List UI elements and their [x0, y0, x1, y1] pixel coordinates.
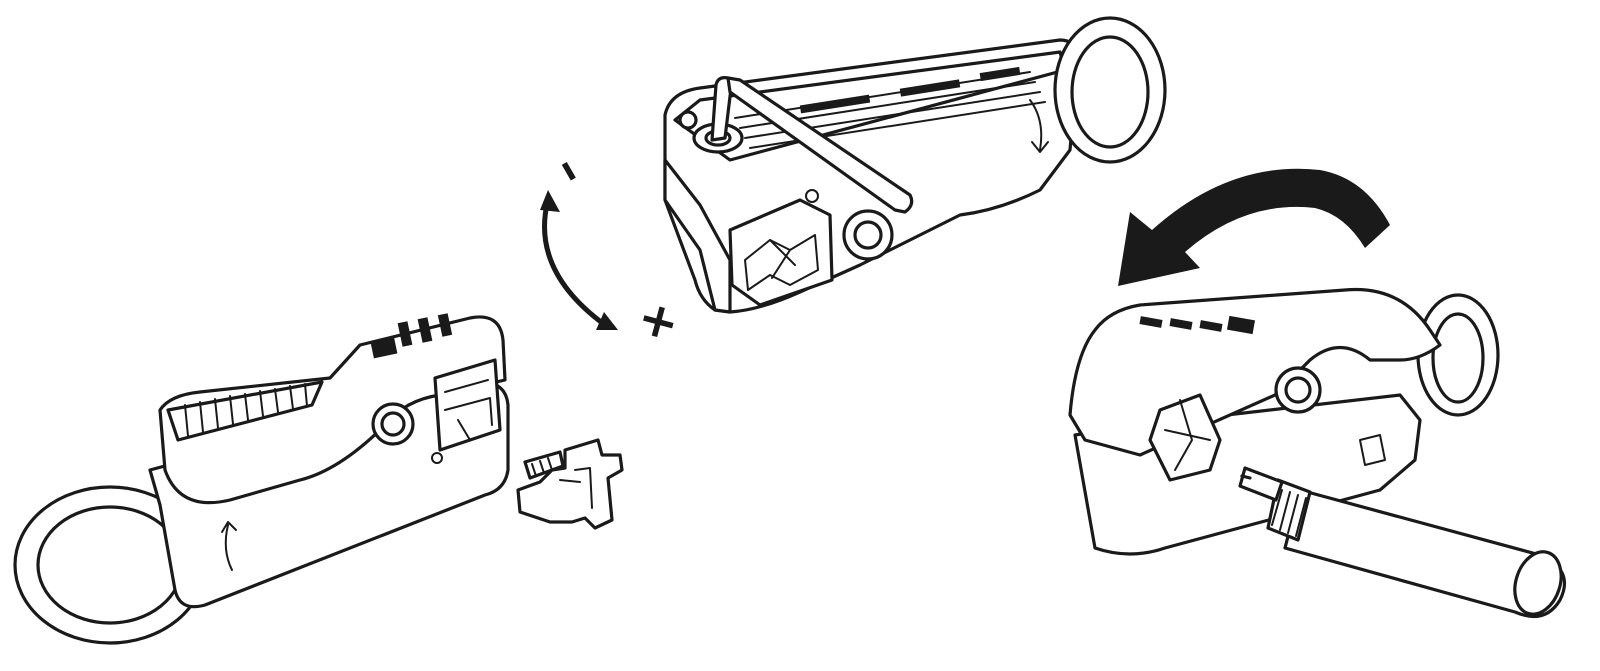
left-pivot-screw [371, 402, 415, 446]
left-rotation-arrow-icon [221, 521, 237, 571]
left-top-slots [370, 313, 453, 359]
adjust-minus-sign: – [543, 146, 601, 193]
left-small-hole [431, 452, 443, 464]
coax-cable [1238, 466, 1567, 619]
left-ridged-grip [166, 380, 324, 442]
adjust-direction-arrow [540, 190, 618, 330]
right-notch [1359, 434, 1386, 466]
center-stripper-tool [663, 16, 1167, 314]
center-rotation-arrow-icon [1029, 99, 1049, 153]
right-blade-window [1148, 393, 1222, 482]
hex-key-icon [710, 76, 914, 214]
center-finger-ring [1053, 16, 1167, 164]
center-grooves [734, 66, 1046, 149]
center-small-hole [805, 189, 819, 203]
center-front-face [663, 158, 732, 314]
left-stripper-tool [13, 313, 510, 645]
right-finger-ring [1416, 293, 1500, 417]
adjust-plus-sign: + [632, 289, 685, 354]
right-top-slots [1139, 315, 1256, 335]
center-pivot-screw [842, 209, 894, 261]
right-rotation-arrow [1118, 168, 1390, 286]
removed-blade-cassette [516, 438, 624, 530]
right-pivot-screw [1274, 366, 1322, 414]
center-blade-window [728, 198, 834, 307]
